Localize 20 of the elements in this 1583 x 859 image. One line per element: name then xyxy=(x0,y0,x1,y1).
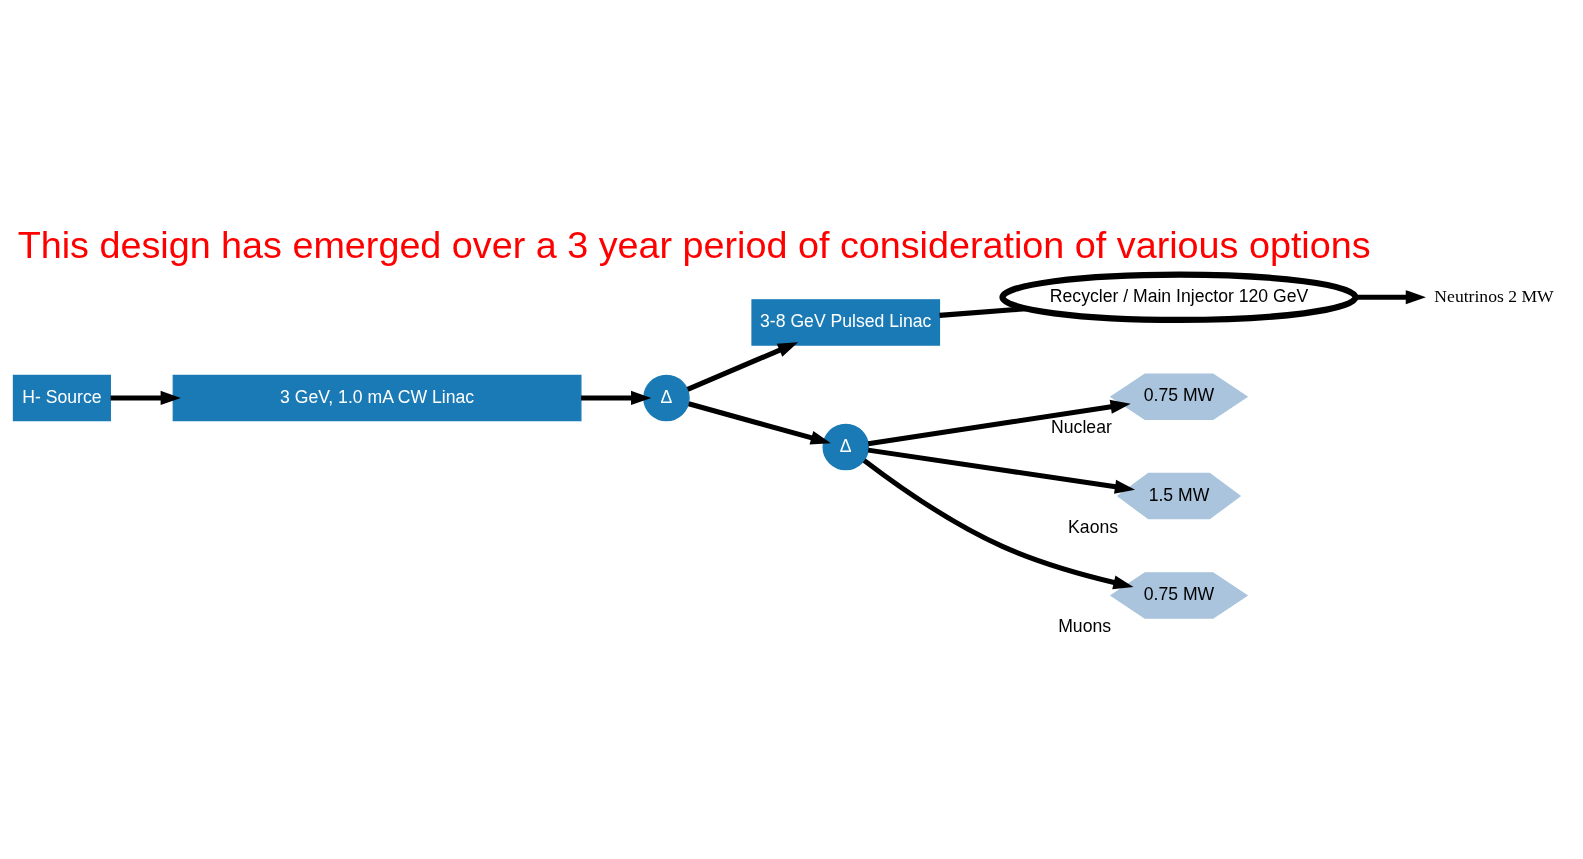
node-label: Kaons xyxy=(1068,516,1119,537)
node-text: Neutrinos 2 MW xyxy=(1434,285,1554,306)
node-ellipse: Recycler / Main Injector 120 GeV xyxy=(999,270,1359,323)
arrow xyxy=(110,390,181,405)
node-label: Muons xyxy=(1058,615,1112,636)
connector xyxy=(939,305,1027,318)
arrow xyxy=(867,447,1136,494)
node-circle: Δ xyxy=(643,374,690,421)
node-circle: Δ xyxy=(822,423,869,470)
node-box: 3-8 GeV Pulsed Linac xyxy=(751,298,941,346)
arrow xyxy=(862,457,1134,589)
node-box: 3 GeV, 1.0 mA CW Linac xyxy=(172,374,582,421)
node-label: Nuclear xyxy=(1051,416,1112,437)
diagram-title: This design has emerged over a 3 year period of consideration of various options xyxy=(17,223,1371,266)
arrow xyxy=(686,341,799,392)
arrow xyxy=(688,400,831,445)
arrow xyxy=(867,399,1131,446)
arrow xyxy=(581,390,652,405)
arrow xyxy=(1355,289,1426,304)
node-box: H- Source xyxy=(12,374,111,421)
